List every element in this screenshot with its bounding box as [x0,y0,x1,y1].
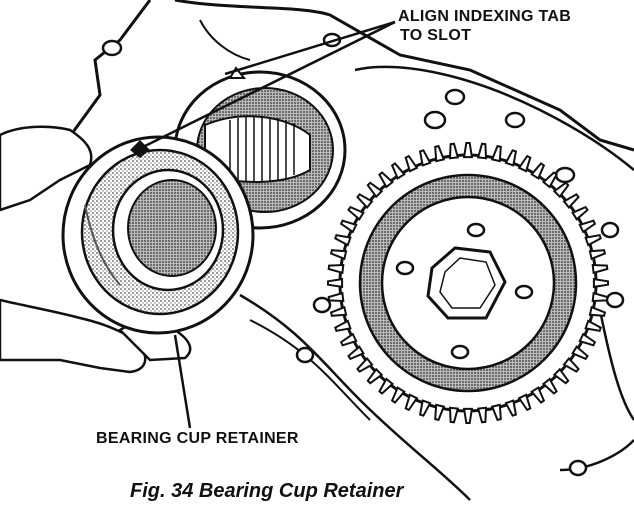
gear-tooth [390,162,406,180]
callout-align-line2: TO SLOT [400,27,472,44]
gear-tooth [591,263,609,275]
gear-tooth [378,171,395,189]
callout-align-line1: ALIGN INDEXING TAB [398,8,572,25]
gear-tooth [366,367,384,385]
gear-tooth [504,149,518,167]
housing-bolt-holes [101,32,625,477]
gear-tooth [356,193,374,210]
gear-tooth [584,319,602,333]
gear-tooth [334,233,352,247]
gear-tooth [404,154,419,173]
gear-tooth [490,144,502,163]
gear-tooth [584,233,602,247]
leader-lines [144,20,396,429]
gear-tooth [418,399,432,417]
gear-tooth [356,356,374,373]
gear-tooth [552,367,570,385]
gear-tooth [530,386,546,404]
gear-tooth [476,142,488,160]
gear-tooth [462,407,474,424]
figure-caption: Fig. 34 Bearing Cup Retainer [130,480,404,502]
gear-tooth [448,142,460,160]
bearing-cup-retainer [61,135,255,335]
gear-tooth [490,403,502,422]
gear-tooth [578,332,597,347]
gear-tooth [327,277,344,289]
gear-tooth [571,205,589,221]
gear-tooth [434,403,446,422]
gear-tooth [327,263,345,275]
gear-tooth [327,291,345,303]
gear-tooth [329,249,348,261]
gear-tooth [339,332,358,347]
callout-bearing-cup-retainer: BEARING CUP RETAINER [96,430,299,447]
gear-tooth [339,219,358,234]
gear-tooth [462,142,474,159]
gear-tooth [562,356,580,373]
gear-tooth [530,162,546,180]
gear [327,142,609,424]
gear-tooth [571,345,589,361]
gear-tooth [552,181,570,199]
gear-tooth [378,377,395,395]
gear-tooth [588,249,607,261]
gear-tooth [578,219,597,234]
gear-tooth [334,319,352,333]
gear-teeth [327,142,609,424]
gear-tooth [562,193,580,210]
gear-tooth [448,406,460,424]
gear-tooth [591,291,609,303]
callout-align-indexing-tab: ALIGN INDEXING TAB TO SLOT [398,7,571,45]
gear-tooth [434,144,446,163]
gear-tooth [517,393,532,412]
gear-tooth [347,205,365,221]
gear-tooth [390,386,406,404]
gear-tooth [592,277,609,289]
gear-tooth [541,171,558,189]
gear-tooth [347,345,365,361]
gear-tooth [329,305,348,317]
gear-tooth [588,305,607,317]
gear-tooth [517,154,532,173]
gear-tooth [404,393,419,412]
gear-tooth [504,399,518,417]
gear-tooth [418,149,432,167]
gear-tooth [541,377,558,395]
gear-tooth [476,406,488,424]
gear-tooth [366,181,384,199]
